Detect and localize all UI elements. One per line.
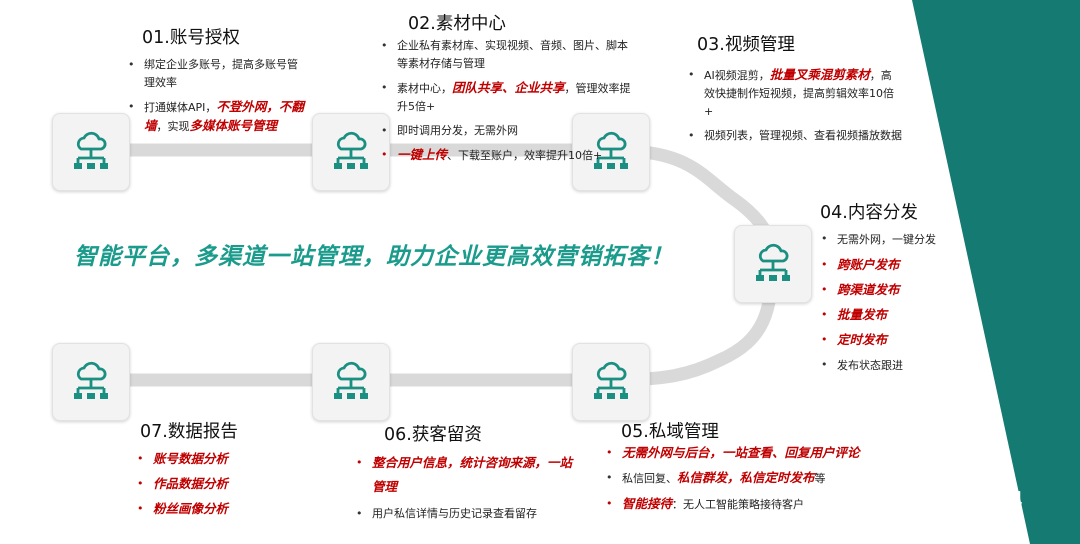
list-item: 企业私有素材库、实现视频、音频、图片、脚本等素材存储与管理: [377, 37, 632, 73]
list-item: 私信回复、私信群发，私信定时发布等: [602, 465, 902, 491]
cloud-network-icon: [754, 243, 792, 283]
list-item: 整合用户信息，统计咨询来源，一站管理: [352, 451, 577, 499]
node-step-7: [52, 343, 130, 421]
cloud-network-icon: [72, 361, 110, 401]
list-item: 一键上传、下载至账户，效率提升10倍+: [377, 146, 632, 165]
list-item: 素材中心，团队共享、企业共享，管理效率提升5倍+: [377, 79, 632, 116]
list-item: 跨渠道发布: [817, 277, 947, 302]
list-item: 批量发布: [817, 302, 947, 327]
step-1-title: 01.账号授权: [142, 28, 240, 48]
list-item: 用户私信详情与历史记录查看留存: [352, 505, 577, 523]
list-item: 无需外网与后台，一站查看、回复用户评论: [602, 440, 902, 465]
list-item: 粉丝画像分析: [133, 496, 273, 521]
brand-watermark: 成功易: [922, 484, 1024, 516]
step-6-list: 整合用户信息，统计咨询来源，一站管理 用户私信详情与历史记录查看留存: [352, 451, 577, 523]
step-7-title: 07.数据报告: [140, 422, 238, 442]
node-step-5: [572, 343, 650, 421]
step-2-title: 02.素材中心: [408, 14, 506, 34]
list-item: 作品数据分析: [133, 471, 273, 496]
wechat-icon: [922, 488, 951, 510]
step-2-list: 企业私有素材库、实现视频、音频、图片、脚本等素材存储与管理 素材中心，团队共享、…: [377, 37, 632, 165]
step-1-list: 绑定企业多账号，提高多账号管理效率 打通媒体API，不登外网，不翻墙，实现多媒体…: [124, 56, 304, 136]
list-item: AI视频混剪，批量叉乘混剪素材，高效快捷制作短视频，提高剪辑效率10倍+: [684, 66, 902, 121]
node-step-1: [52, 113, 130, 191]
list-item: 跨账户发布: [817, 252, 947, 277]
list-item: 视频列表，管理视频、查看视频播放数据: [684, 127, 902, 145]
list-item: 定时发布: [817, 327, 947, 352]
step-5-list: 无需外网与后台，一站查看、回复用户评论 私信回复、私信群发，私信定时发布等 智能…: [602, 440, 902, 517]
slogan: 智能平台，多渠道一站管理，助力企业更高效营销拓客！: [74, 244, 674, 270]
step-5-title: 05.私域管理: [621, 422, 719, 442]
teal-side-panel: [912, 0, 1080, 544]
step-6-title: 06.获客留资: [384, 425, 482, 445]
step-4-list: 无需外网，一键分发 跨账户发布 跨渠道发布 批量发布 定时发布 发布状态跟进: [817, 226, 947, 378]
list-item: 打通媒体API，不登外网，不翻墙，实现多媒体账号管理: [124, 98, 304, 136]
brand-name: 成功易: [958, 490, 1025, 515]
list-item: 发布状态跟进: [817, 352, 947, 378]
list-item: 绑定企业多账号，提高多账号管理效率: [124, 56, 304, 92]
list-item: 账号数据分析: [133, 446, 273, 471]
cloud-network-icon: [72, 131, 110, 171]
step-7-list: 账号数据分析 作品数据分析 粉丝画像分析: [133, 446, 273, 521]
cloud-network-icon: [332, 361, 370, 401]
list-item: 无需外网，一键分发: [817, 226, 947, 252]
list-item: 智能接待：无人工智能策略接待客户: [602, 491, 902, 517]
list-item: 即时调用分发，无需外网: [377, 122, 632, 140]
step-3-list: AI视频混剪，批量叉乘混剪素材，高效快捷制作短视频，提高剪辑效率10倍+ 视频列…: [684, 66, 902, 145]
node-step-6: [312, 343, 390, 421]
step-3-title: 03.视频管理: [697, 35, 795, 55]
node-step-4: [734, 225, 812, 303]
step-4-title: 04.内容分发: [820, 203, 918, 223]
cloud-network-icon: [592, 361, 630, 401]
cloud-network-icon: [332, 131, 370, 171]
